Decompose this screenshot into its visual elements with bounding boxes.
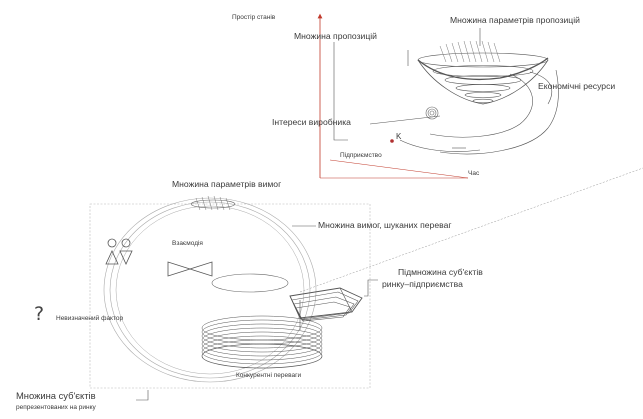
diagonal-guide [299, 167, 643, 293]
undefined-factor-label: Невизначений фактор [56, 315, 124, 322]
enterprise-label: Підприємство [340, 152, 382, 159]
market-subjects-label-2: репрезентованих на ринку [16, 404, 96, 411]
competitive-cylinder [201, 315, 323, 369]
requirements-params-label: Множина параметрів вимог [172, 179, 282, 189]
upper-leader-lines [333, 28, 559, 155]
interaction-label: Взаємодія [172, 240, 203, 247]
proposals-funnel [417, 52, 549, 105]
question-mark: ? [34, 303, 45, 325]
market-field [89, 203, 371, 389]
time-axis-label: Час [468, 170, 480, 177]
market-subjects-label-1: Множина суб'єктів [16, 390, 96, 401]
inner-ellipse-upper [211, 273, 289, 293]
interaction-icon [167, 261, 213, 277]
state-axis-label: Простір станів [232, 14, 276, 21]
producer-interests-label: Інтереси виробника [272, 117, 351, 127]
resource-spiral [425, 106, 439, 120]
requirements-circles [103, 197, 317, 383]
enterprise-point-label: K [396, 132, 402, 141]
enterprise-point [390, 139, 394, 143]
market-subset-wedge [289, 287, 363, 330]
proposals-params-label: Множина параметрів пропозицій [450, 15, 580, 25]
proposals-label: Множина пропозицій [294, 31, 377, 41]
time-axis-ext [329, 159, 469, 179]
people-icon [105, 238, 133, 265]
requirements-params-hatch [195, 195, 231, 211]
market-subset-label-1: Підмножина суб'єктів [398, 267, 483, 277]
economic-resources-label: Економічні ресурси [538, 81, 616, 91]
requirements-set-label: Множина вимог, шуканих переваг [318, 220, 452, 230]
competitive-advantages-label: Конкурентні переваги [236, 372, 302, 379]
requirements-params-ellipse [190, 199, 236, 209]
market-subset-label-2: ринку–підприємства [382, 279, 463, 289]
proposals-params-hatch [439, 40, 501, 63]
lower-leader-lines [136, 225, 378, 401]
